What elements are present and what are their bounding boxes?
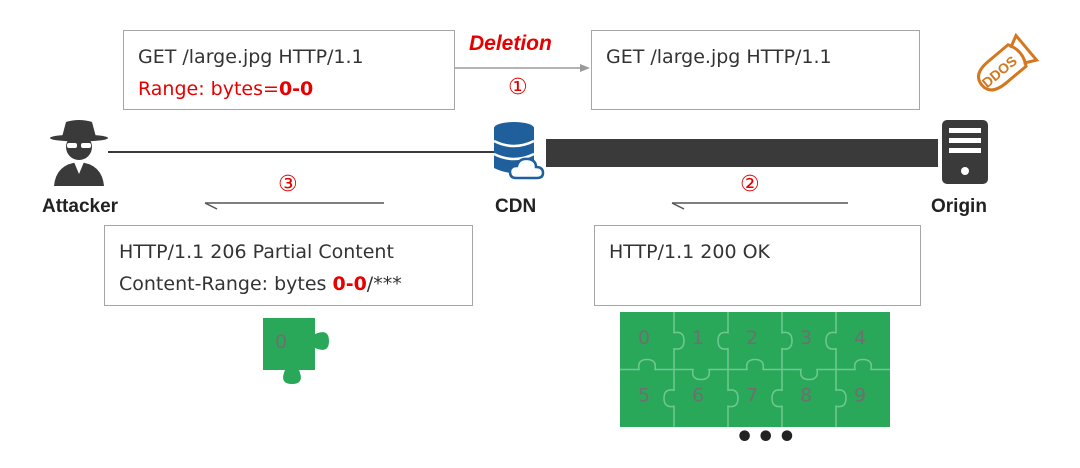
forward-request-arrowhead — [580, 64, 590, 72]
puzzle-seam — [825, 312, 837, 370]
forwarded-request-box: GET /large.jpg HTTP/1.1 — [591, 30, 920, 110]
origin-response-status: HTTP/1.1 200 OK — [609, 241, 770, 263]
range-prefix: Range: bytes= — [138, 78, 279, 100]
step-1-marker: ① — [508, 75, 528, 100]
partial-content-status: HTTP/1.1 206 Partial Content — [119, 241, 394, 263]
cdn-label: CDN — [495, 196, 537, 217]
step-3-marker: ③ — [278, 172, 298, 197]
range-value: 0-0 — [278, 78, 314, 100]
forwarded-request-line: GET /large.jpg HTTP/1.1 — [606, 46, 832, 68]
puzzle-piece-label: 4 — [854, 327, 866, 349]
original-range-header: Range: bytes=0-0 — [138, 73, 440, 105]
client-response-arrowhead — [204, 202, 218, 210]
origin-response-arrowhead — [671, 202, 685, 210]
puzzle-seam — [717, 312, 729, 370]
attacker-icon — [50, 120, 108, 186]
puzzle-seam — [728, 358, 782, 371]
original-request-box: GET /large.jpg HTTP/1.1 Range: bytes=0-0 — [123, 30, 455, 110]
puzzle-piece-label: 0 — [275, 331, 287, 353]
puzzle-seam — [663, 369, 675, 427]
origin-label: Origin — [931, 196, 987, 217]
content-range-header: Content-Range: bytes 0-0/*** — [119, 268, 458, 300]
puzzle-piece-label: 9 — [854, 385, 866, 407]
deletion-label: Deletion — [469, 32, 552, 55]
ddos-bomb-icon: DDOS — [977, 32, 1040, 92]
puzzle-seam — [620, 358, 674, 371]
puzzle-seam — [835, 369, 847, 427]
cdn-icon — [493, 122, 545, 180]
puzzle-piece-label: 1 — [692, 327, 704, 349]
client-response-box: HTTP/1.1 206 Partial Content Content-Ran… — [104, 225, 473, 306]
step-2-marker: ② — [740, 172, 760, 197]
puzzle-piece-label: 6 — [692, 385, 704, 407]
puzzle-grid: 0 1 2 3 4 5 6 7 8 9 — [620, 312, 890, 427]
puzzle-piece-label: 0 — [638, 327, 650, 349]
cdn-origin-pipe — [546, 139, 938, 167]
single-puzzle-piece: 0 — [263, 318, 329, 384]
server-icon — [942, 120, 988, 184]
puzzle-seam — [673, 312, 685, 370]
origin-response-box: HTTP/1.1 200 OK — [594, 225, 921, 306]
attacker-label: Attacker — [42, 196, 119, 217]
puzzle-piece-label: 3 — [800, 327, 812, 349]
content-range-value: 0-0 — [332, 273, 367, 295]
puzzle-seam — [727, 369, 739, 427]
puzzle-seam — [836, 358, 890, 371]
puzzle-piece-label: 8 — [800, 385, 812, 407]
puzzle-seam — [781, 312, 793, 370]
puzzle-seam — [782, 368, 836, 381]
puzzle-piece-label: 2 — [746, 327, 758, 349]
puzzle-seam — [674, 368, 728, 381]
ddos-text: DDOS — [979, 53, 1020, 91]
content-range-suffix: /*** — [366, 273, 402, 295]
content-range-prefix: Content-Range: bytes — [119, 273, 333, 295]
puzzle-seam — [771, 369, 783, 427]
original-request-line: GET /large.jpg HTTP/1.1 — [138, 46, 364, 68]
ellipsis: ••• — [735, 420, 799, 455]
puzzle-piece-label: 5 — [638, 385, 650, 407]
puzzle-piece-label: 7 — [746, 385, 758, 407]
